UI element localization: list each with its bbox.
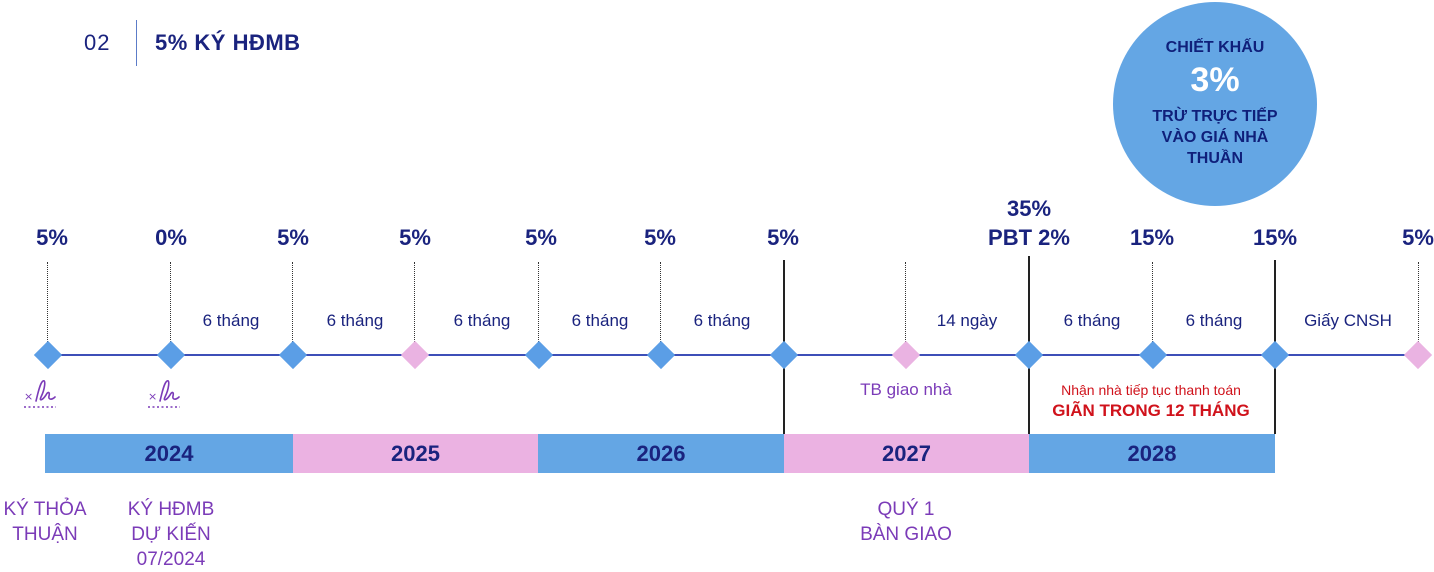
handover-line: QUÝ 1 [877,499,935,520]
period-label: 6 tháng [1185,311,1243,330]
milestone-percent: 5% [525,225,557,250]
handover-line: BÀN GIAO [860,524,952,545]
milestone-percent: 35% [1006,196,1052,221]
milestone-percent: 0% [155,225,187,250]
milestone-marker [891,340,921,370]
contract-label: KÝ HĐMB DỰ KIẾN 07/2024 [128,497,215,572]
signature-icon: × [148,379,180,408]
milestone-percent: 5% [399,225,431,250]
milestone-marker [33,340,63,370]
milestone-marker [646,340,676,370]
discount-badge: CHIẾT KHẤU 3% TRỪ TRỰC TIẾP VÀO GIÁ NHÀ … [1113,2,1317,206]
contract-line: DỰ KIẾN [131,524,211,545]
year-label: 2025 [391,440,440,466]
period-label: 6 tháng [1063,311,1121,330]
milestone-pbt: PBT 2% [988,225,1070,250]
agreement-line: THUẬN [12,524,78,545]
section-title: 5% KÝ HĐMB [155,30,301,55]
milestone-percent: 5% [767,225,799,250]
year-bar-2024: 2024 [45,434,293,473]
timeline-axis [48,354,1418,356]
milestone-percent: 5% [277,225,309,250]
year-label: 2026 [636,440,686,466]
year-bar-2026: 2026 [538,434,784,473]
milestone-connector [1418,262,1419,346]
milestone-percent: 15% [1252,225,1298,250]
milestone-marker [156,340,186,370]
discount-description: TRỪ TRỰC TIẾP VÀO GIÁ NHÀ THUẦN [1152,108,1278,167]
year-label: 2027 [882,440,931,466]
handover-notice: TB giao nhà [860,380,952,399]
milestone-connector [1152,262,1153,346]
year-bar-2028: 2028 [1029,434,1275,473]
milestone-marker [1014,340,1044,370]
handover-label: QUÝ 1 BÀN GIAO [860,497,952,547]
period-label: 6 tháng [693,311,751,330]
contract-line: 07/2024 [136,549,206,570]
milestone-percent: 15% [1129,225,1175,250]
milestone-connector [905,262,906,346]
milestone-connector [292,262,293,346]
milestone-connector [538,262,539,346]
post-handover-line1: Nhận nhà tiếp tục thanh toán [1061,382,1241,398]
header-divider [136,20,137,66]
milestone-marker [769,340,799,370]
milestone-marker [278,340,308,370]
milestone-marker [1138,340,1168,370]
year-bar-2025: 2025 [293,434,538,473]
period-label: 6 tháng [202,311,260,330]
milestone-marker [524,340,554,370]
year-bar-2027: 2027 [784,434,1029,473]
milestone-connector [47,262,48,346]
post-handover-line2: GIÃN TRONG 12 THÁNG [1052,401,1250,420]
svg-text:×: × [24,390,33,403]
milestone-marker [1260,340,1290,370]
period-label: 6 tháng [571,311,629,330]
discount-value: 3% [1190,61,1240,99]
svg-text:×: × [148,390,157,403]
section-number: 02 [84,30,111,55]
agreement-label: KÝ THỎA THUẬN [3,497,86,547]
discount-label: CHIẾT KHẤU [1165,39,1265,56]
milestone-percent: 5% [644,225,676,250]
agreement-line: KÝ THỎA [3,499,87,520]
milestone-marker [1403,340,1433,370]
milestone-percent: 5% [36,225,68,250]
milestone-connector [660,262,661,346]
signature-icon: × [24,379,56,408]
milestone-percent: 5% [1402,225,1434,250]
year-label: 2028 [1127,440,1177,466]
contract-line: KÝ HĐMB [127,499,215,520]
period-label: 14 ngày [936,311,998,330]
period-label: Giấy CNSH [1304,311,1392,330]
year-label: 2024 [144,440,194,466]
milestone-marker [400,340,430,370]
period-label: 6 tháng [453,311,511,330]
post-handover-note: Nhận nhà tiếp tục thanh toán GIÃN TRONG … [1052,382,1249,421]
milestone-connector [170,262,171,346]
period-label: 6 tháng [326,311,384,330]
milestone-connector [414,262,415,346]
